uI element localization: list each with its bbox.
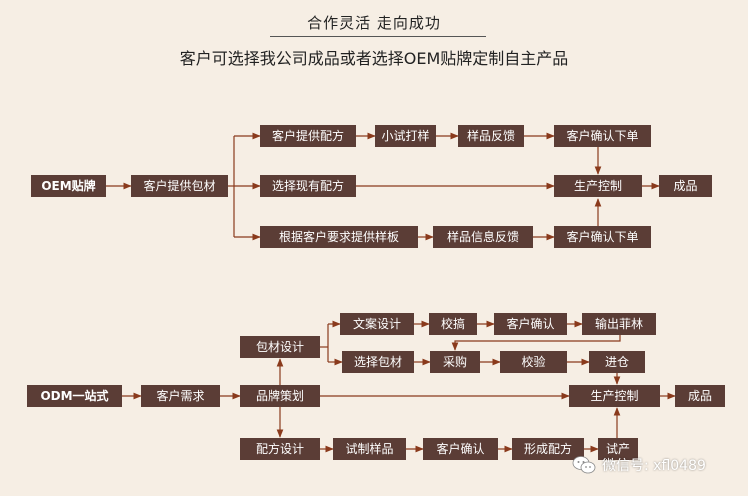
node-copy-design: 文案设计 bbox=[340, 313, 414, 335]
node-purchase: 采购 bbox=[430, 351, 480, 373]
node-choose-packaging: 选择包材 bbox=[342, 351, 414, 373]
node-trial-sample: 试制样品 bbox=[333, 438, 406, 460]
node-output-film: 输出菲林 bbox=[582, 313, 656, 335]
node-customer-confirm-2: 客户确认 bbox=[423, 438, 498, 460]
node-customer-demand: 客户需求 bbox=[141, 385, 220, 407]
node-inspection: 校验 bbox=[500, 351, 567, 373]
node-finished-product-odm: 成品 bbox=[675, 385, 725, 407]
slogan-underline bbox=[270, 36, 486, 37]
node-proofread: 校搞 bbox=[429, 313, 477, 335]
node-production-control-oem: 生产控制 bbox=[554, 175, 642, 197]
node-finished-product-oem: 成品 bbox=[659, 175, 712, 197]
node-sample-info-feedback: 样品信息反馈 bbox=[433, 226, 533, 248]
node-choose-existing-formula: 选择现有配方 bbox=[260, 175, 356, 197]
node-production-control-odm: 生产控制 bbox=[569, 385, 660, 407]
watermark-text: 微信号: xfl0489 bbox=[602, 458, 706, 474]
node-customer-confirm-1: 客户确认 bbox=[494, 313, 567, 335]
node-odm-start: ODM一站式 bbox=[27, 385, 122, 407]
wechat-watermark: 微信号: xfl0489 bbox=[572, 453, 706, 477]
node-provide-formula: 客户提供配方 bbox=[260, 125, 356, 147]
node-provide-packaging: 客户提供包材 bbox=[131, 175, 228, 197]
node-custom-sample: 根据客户要求提供样板 bbox=[260, 226, 418, 248]
node-customer-confirm-order-2: 客户确认下单 bbox=[554, 226, 651, 248]
node-packaging-design: 包材设计 bbox=[240, 336, 320, 358]
node-small-trial: 小试打样 bbox=[375, 125, 436, 147]
node-oem-start: OEM贴牌 bbox=[31, 175, 106, 197]
node-brand-planning: 品牌策划 bbox=[240, 385, 320, 407]
node-formula-design: 配方设计 bbox=[240, 438, 320, 460]
node-trial-production: 试产 bbox=[598, 438, 638, 460]
node-customer-confirm-order-1: 客户确认下单 bbox=[554, 125, 651, 147]
slogan: 合作灵活 走向成功 bbox=[307, 14, 441, 32]
wechat-icon bbox=[572, 456, 596, 474]
edge-output-film-to-purchase bbox=[451, 335, 621, 351]
subtitle: 客户可选择我公司成品或者选择OEM贴牌定制自主产品 bbox=[179, 49, 569, 68]
node-form-formula: 形成配方 bbox=[512, 438, 584, 460]
node-into-warehouse: 进仓 bbox=[589, 351, 645, 373]
node-sample-feedback: 样品反馈 bbox=[458, 125, 524, 147]
